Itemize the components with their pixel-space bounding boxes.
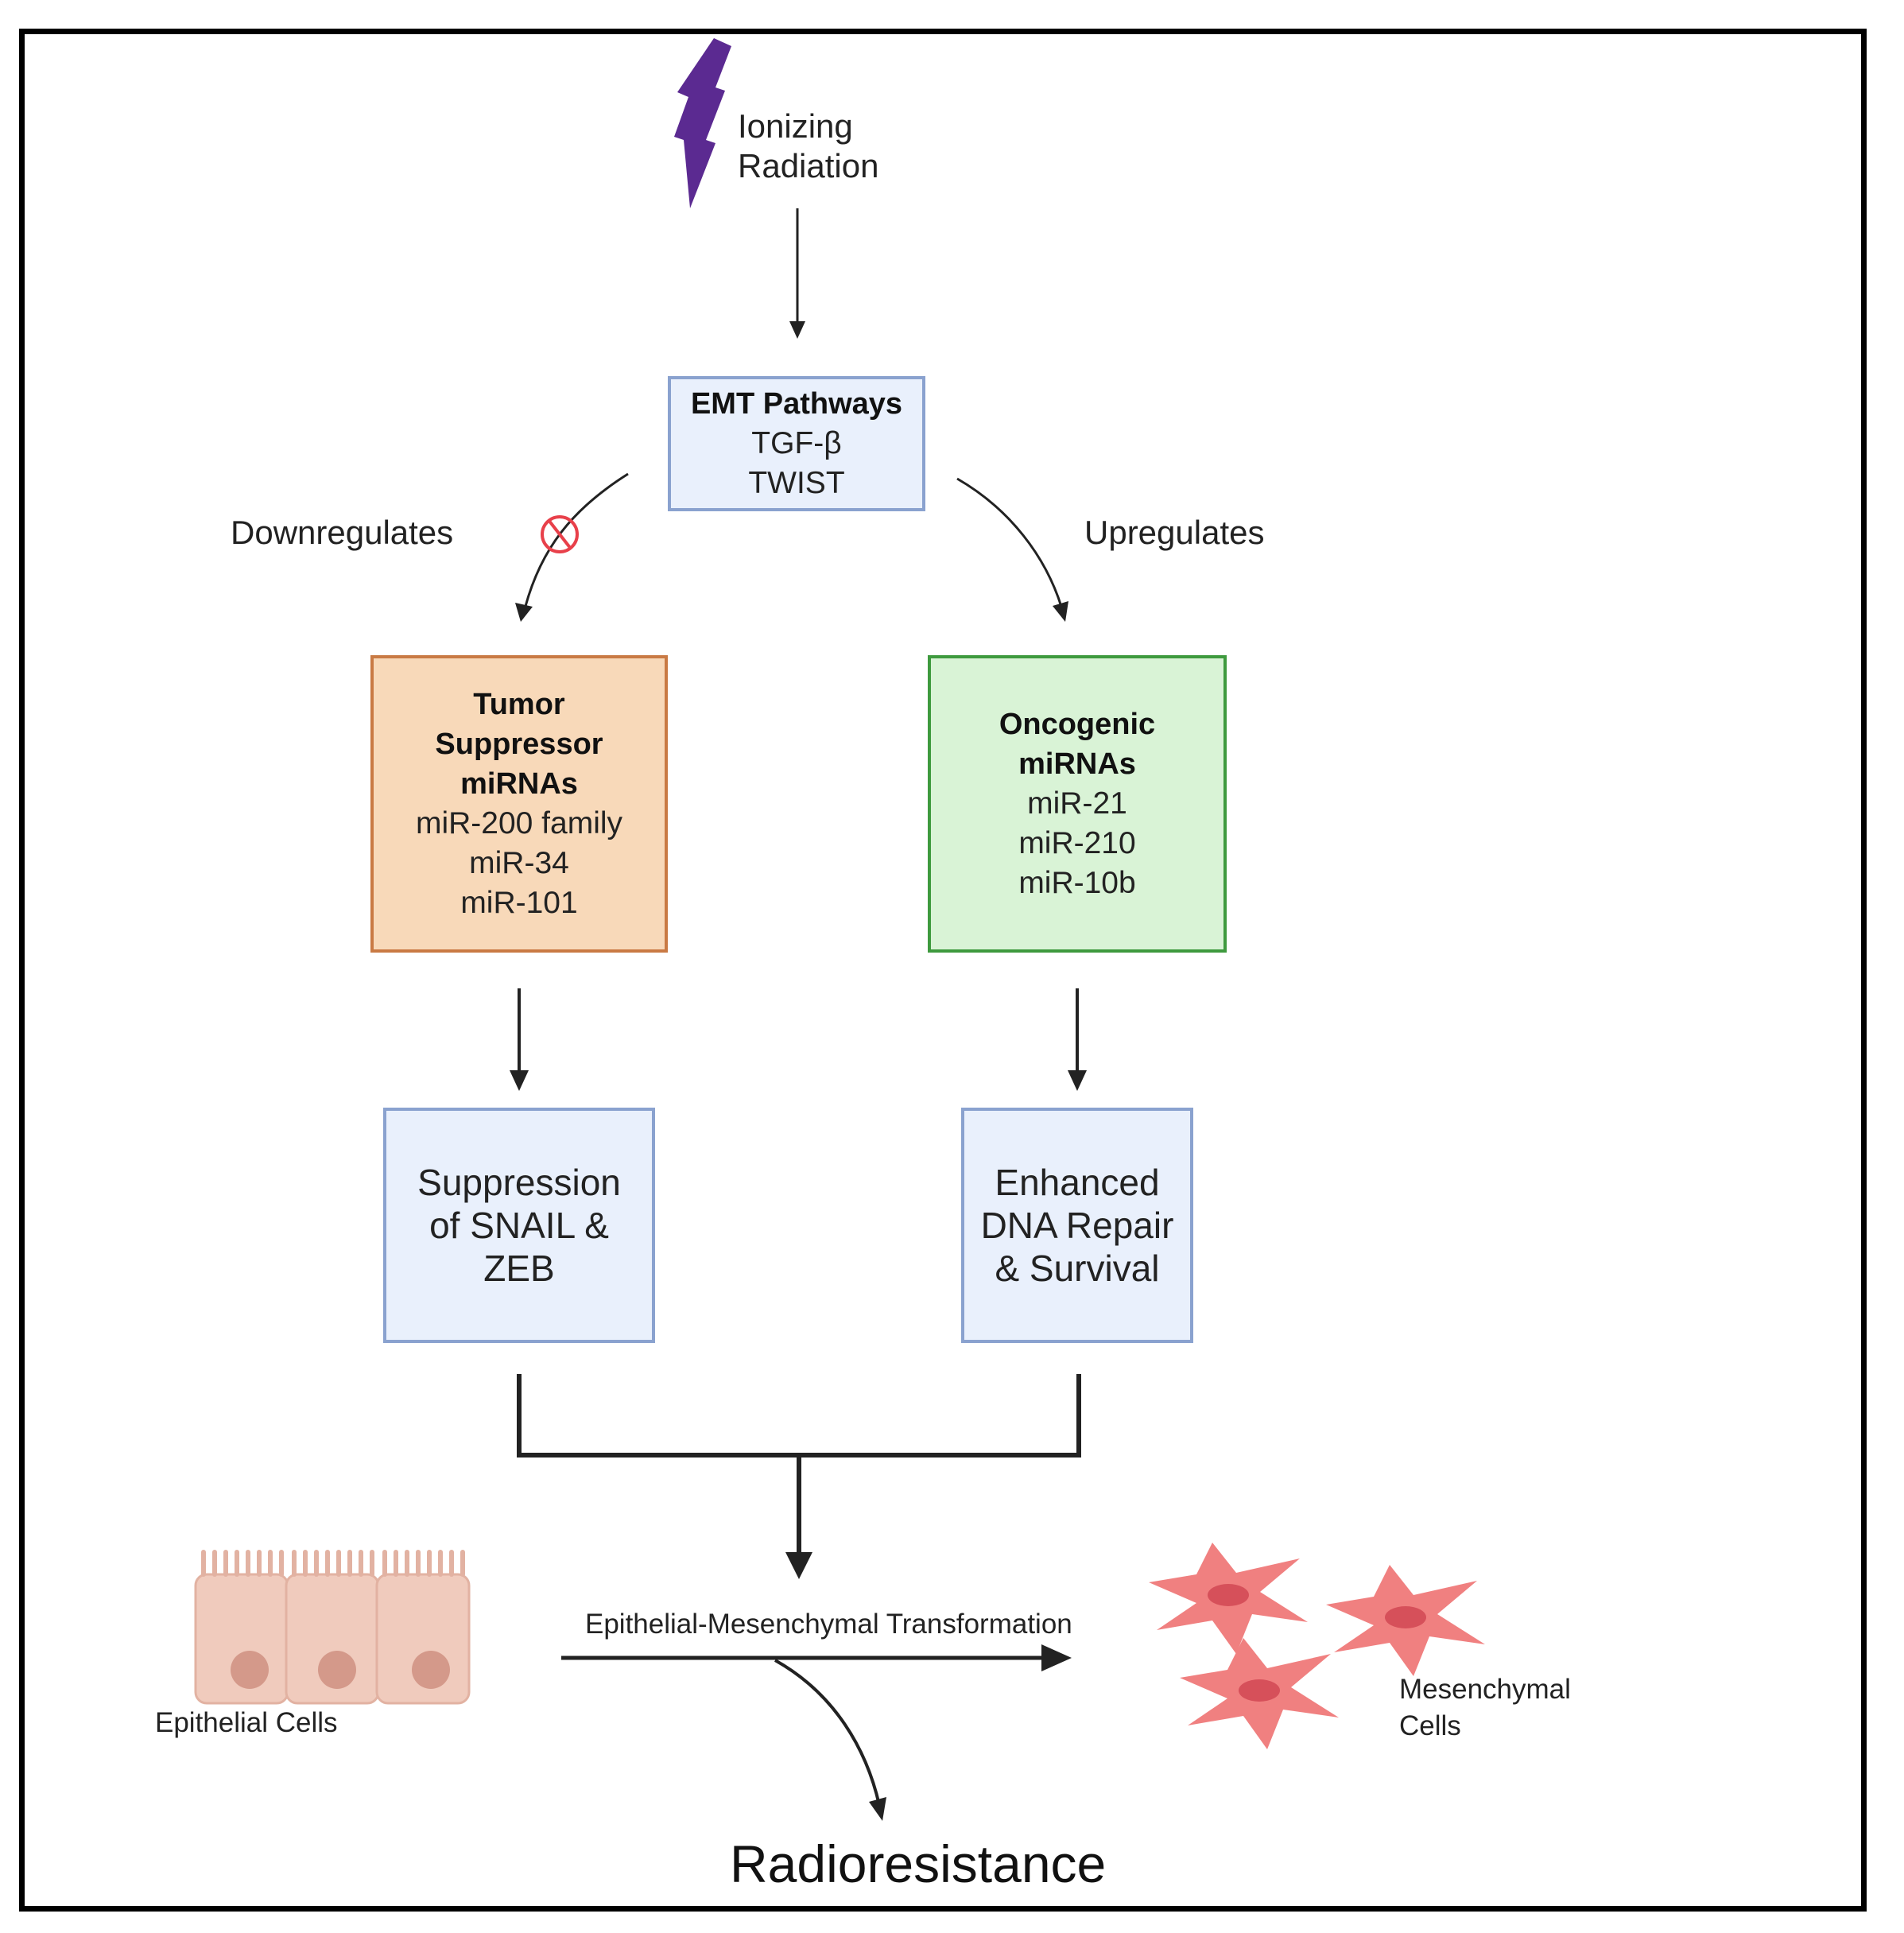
mesenchymal-label-line: Cells bbox=[1399, 1710, 1461, 1741]
downregulates-label: Downregulates bbox=[231, 514, 454, 551]
arrowhead-merge-to-transition bbox=[785, 1552, 812, 1579]
arrowhead-emt-to-oncogenic bbox=[1053, 601, 1068, 622]
box-line: Enhanced bbox=[995, 1162, 1160, 1203]
arrowhead-suppressor-to-suppression bbox=[510, 1070, 529, 1091]
inhibition-icon bbox=[541, 515, 579, 553]
arrow-emt-to-suppressor bbox=[523, 472, 629, 610]
upregulates-label: Upregulates bbox=[1084, 514, 1265, 551]
arrowhead-radiation-to-emt bbox=[789, 321, 805, 339]
emt-arrow-label: Epithelial-Mesenchymal Transformation bbox=[585, 1609, 1072, 1640]
radiation-label: Ionizing Radiation bbox=[738, 107, 878, 186]
box-title: Suppressor bbox=[435, 728, 603, 761]
box-title: miRNAs bbox=[1018, 747, 1136, 781]
arrowhead-oncogenic-to-enhanced bbox=[1068, 1070, 1087, 1091]
box-item: miR-210 bbox=[1018, 826, 1136, 860]
merge-bracket bbox=[517, 1374, 1081, 1458]
mesenchymal-cell-icon bbox=[1149, 1543, 1308, 1654]
box-title: EMT Pathways bbox=[690, 387, 903, 421]
arrow-emt-to-oncogenic bbox=[956, 477, 1064, 610]
epithelial-cells-label: Epithelial Cells bbox=[155, 1707, 338, 1738]
mesenchymal-label-line: Mesenchymal bbox=[1399, 1674, 1571, 1705]
box-title: miRNAs bbox=[460, 767, 578, 801]
mesenchymal-cell-icon bbox=[1326, 1565, 1485, 1676]
emt-transition-arrowhead bbox=[1041, 1644, 1072, 1671]
lightning-bolt-icon bbox=[674, 38, 731, 208]
box-item: miR-200 family bbox=[415, 806, 623, 840]
box-line: DNA Repair bbox=[980, 1205, 1174, 1246]
box-item: miR-34 bbox=[469, 846, 569, 880]
arrow-to-radioresistance bbox=[774, 1659, 881, 1806]
box-item: miR-21 bbox=[1027, 786, 1127, 821]
arrowhead-emt-to-suppressor bbox=[515, 603, 533, 622]
box-line: Suppression bbox=[417, 1162, 621, 1203]
box-line: of SNAIL & bbox=[429, 1205, 609, 1246]
box-item: TWIST bbox=[748, 466, 845, 500]
radioresistance-label: Radioresistance bbox=[730, 1834, 1107, 1893]
outer-frame bbox=[19, 29, 1867, 1912]
radiation-label-line: Ionizing bbox=[738, 107, 853, 145]
box-title: Oncogenic bbox=[999, 708, 1156, 741]
epithelial-cells-icon bbox=[194, 1550, 471, 1705]
box-line: & Survival bbox=[995, 1248, 1160, 1289]
arrowhead-to-radioresistance bbox=[869, 1797, 886, 1821]
oncogenic-mirnas-box: Oncogenic miRNAs miR-21 miR-210 miR-10b bbox=[928, 655, 1227, 953]
mesenchymal-cells-label: Mesenchymal Cells bbox=[1399, 1671, 1571, 1745]
tumor-suppressor-mirnas-box: Tumor Suppressor miRNAs miR-200 family m… bbox=[370, 655, 668, 953]
box-item: miR-10b bbox=[1018, 866, 1136, 900]
enhanced-dna-repair-box: Enhanced DNA Repair & Survival bbox=[961, 1108, 1193, 1343]
box-item: TGF-β bbox=[751, 426, 842, 460]
box-item: miR-101 bbox=[460, 886, 578, 920]
box-line: ZEB bbox=[483, 1248, 555, 1289]
radiation-label-line: Radiation bbox=[738, 147, 879, 184]
emt-pathways-box: EMT Pathways TGF-β TWIST bbox=[668, 376, 925, 511]
box-title: Tumor bbox=[473, 688, 565, 721]
suppression-box: Suppression of SNAIL & ZEB bbox=[383, 1108, 655, 1343]
mesenchymal-cell-icon bbox=[1180, 1638, 1339, 1749]
